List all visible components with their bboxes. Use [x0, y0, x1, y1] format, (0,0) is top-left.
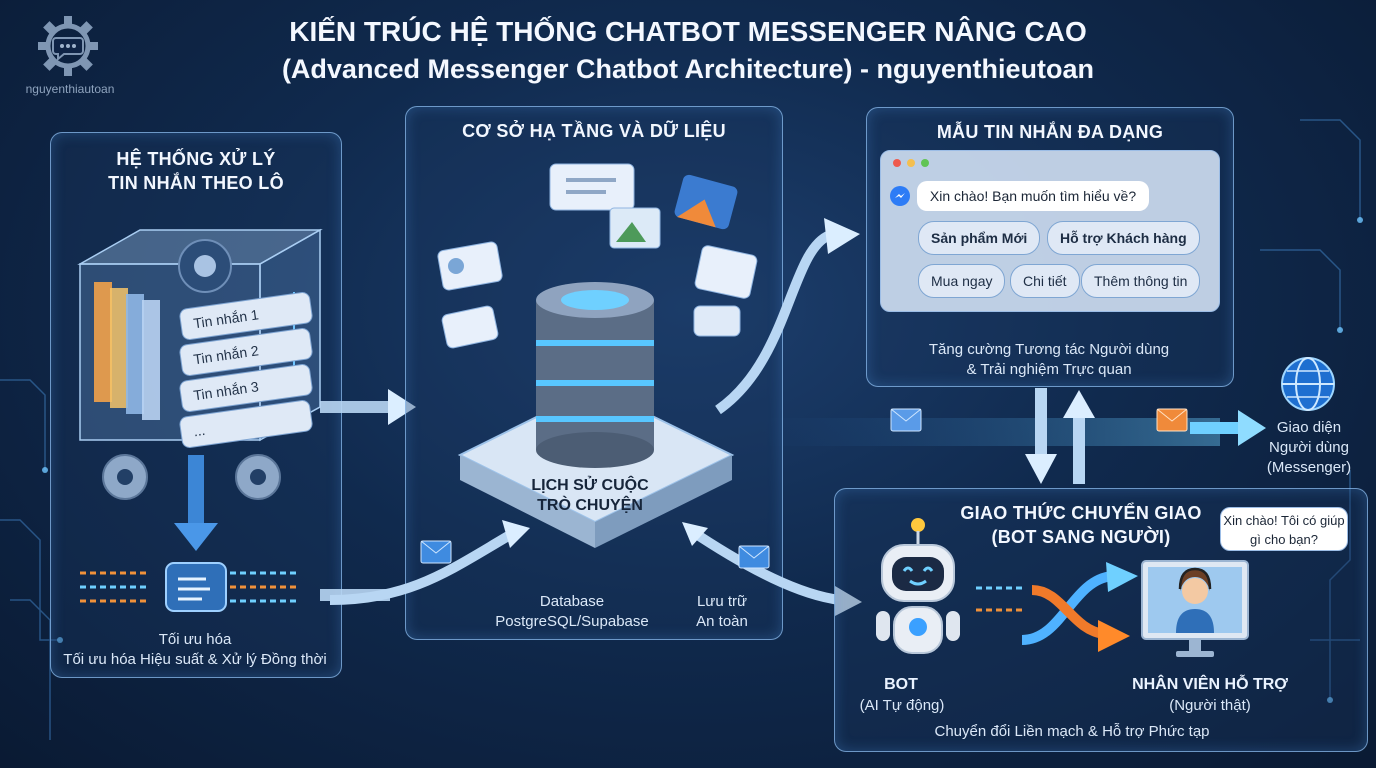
- quick-reply-more-info[interactable]: Thêm thông tin: [1081, 264, 1201, 298]
- envelope-icon: [420, 540, 452, 564]
- envelope-icon: [890, 408, 922, 432]
- greeting-bubble: Xin chào! Bạn muốn tìm hiểu về?: [917, 181, 1149, 211]
- quick-reply-buy-now[interactable]: Mua ngay: [918, 264, 1006, 298]
- globe-icon: [1281, 357, 1335, 411]
- handover-caption: Chuyển đổi Liền mạch & Hỗ trợ Phức tạp: [934, 723, 1210, 740]
- quick-reply-details[interactable]: Chi tiết: [1010, 264, 1080, 298]
- page-title: KIẾN TRÚC HỆ THỐNG CHATBOT MESSENGER NÂN…: [289, 16, 1087, 47]
- storage-label-line2: An toàn: [696, 613, 748, 630]
- handover-flow-arrows: [976, 562, 1138, 652]
- ui-label-line2: Người dùng: [1269, 439, 1349, 456]
- arrow-to-user-interface: [1190, 410, 1266, 446]
- envelope-icon: [738, 545, 770, 569]
- batch-title-line1: HỆ THỐNG XỬ LÝ: [116, 149, 276, 169]
- batch-caption-line1: Tối ưu hóa: [158, 631, 232, 648]
- support-agent-icon: [1141, 560, 1249, 657]
- agent-sublabel: (Người thật): [1169, 697, 1251, 714]
- bot-label: BOT: [884, 676, 918, 693]
- platform-label-line2: TRÒ CHUYỆN: [537, 497, 643, 514]
- optimize-flow-illustration: [80, 455, 300, 612]
- vertical-flow-arrows: [1025, 388, 1095, 484]
- ui-label-line3: (Messenger): [1266, 459, 1352, 476]
- storage-label-line1: Lưu trữ: [696, 593, 748, 610]
- gear-icon: [102, 454, 281, 500]
- robot-icon: [876, 518, 960, 654]
- ui-label-line1: Giao diện: [1276, 419, 1342, 436]
- handover-title-line2: (BOT SANG NGƯỜI): [991, 527, 1171, 547]
- messenger-icon: [890, 186, 910, 206]
- window-controls-icon: [893, 159, 929, 167]
- batch-title-line2: TIN NHẮN THEO LÔ: [108, 173, 284, 193]
- bot-sublabel: (AI Tự động): [859, 697, 945, 714]
- gear-chat-icon: [38, 16, 98, 76]
- database-illustration: [437, 163, 758, 548]
- templates-caption-line2: & Trải nghiệm Trực quan: [966, 361, 1132, 378]
- logo-label: nguyenthiautoan: [25, 82, 115, 96]
- quick-reply-customer-support[interactable]: Hỗ trợ Khách hàng: [1047, 221, 1200, 255]
- quick-reply-new-products[interactable]: Sản phẩm Mới: [918, 221, 1041, 255]
- agent-label: NHÂN VIÊN HỖ TRỢ: [1132, 676, 1288, 693]
- envelope-icon: [1156, 408, 1188, 432]
- handover-title-line1: GIAO THỨC CHUYỂN GIAO: [960, 503, 1202, 523]
- infra-title: CƠ SỞ HẠ TẦNG VÀ DỮ LIỆU: [462, 121, 726, 141]
- agent-speech-bubble: Xin chào! Tôi có giúp gì cho bạn?: [1220, 507, 1348, 551]
- platform-label-line1: LỊCH SỬ CUỘC: [531, 477, 649, 494]
- templates-title: MẪU TIN NHẮN ĐA DẠNG: [936, 122, 1164, 142]
- db-label-line2: PostgreSQL/Supabase: [495, 613, 649, 630]
- page-subtitle: (Advanced Messenger Chatbot Architecture…: [281, 54, 1095, 84]
- curved-flow-arrows: [330, 218, 862, 616]
- db-label-line1: Database: [539, 593, 605, 610]
- batch-caption-line2: Tối ưu hóa Hiệu suất & Xử lý Đồng thời: [63, 651, 327, 668]
- gear-icon: [178, 239, 232, 293]
- templates-caption-line1: Tăng cường Tương tác Người dùng: [928, 341, 1170, 358]
